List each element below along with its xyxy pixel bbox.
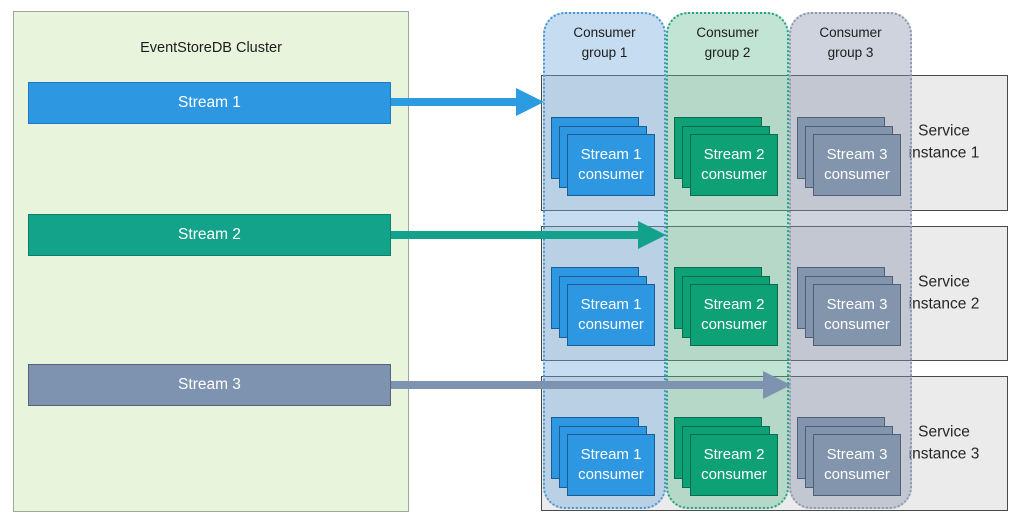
stacked-card-front: Stream 3 consumer xyxy=(813,134,901,196)
service-instance-1-label-line2: instance 1 xyxy=(908,145,980,162)
consumer-stack-group2-instance1: Stream 2 consumer xyxy=(674,117,778,196)
consumer-label-line2: consumer xyxy=(824,466,890,483)
service-instance-3-label: Service instance 3 xyxy=(889,421,999,466)
consumer-label-line1: Stream 2 xyxy=(703,145,765,163)
consumer-group-2-header-line2: group 2 xyxy=(704,45,751,61)
service-instance-3-label-line2: instance 3 xyxy=(908,445,980,463)
consumer-group-2-header-line1: Consumer xyxy=(696,25,759,40)
consumer-label-line2: consumer xyxy=(701,166,767,183)
stream-1-bar: Stream 1 xyxy=(28,82,391,124)
cluster-title: EventStoreDB Cluster xyxy=(140,40,282,56)
consumer-stack-group1-instance1: Stream 1 consumer xyxy=(551,117,655,196)
consumer-label-line2: consumer xyxy=(701,466,767,483)
consumer-stack-group2-instance2: Stream 2 consumer xyxy=(674,267,778,346)
stacked-card-front: Stream 1 consumer xyxy=(567,134,655,196)
consumer-label-line1: Stream 3 xyxy=(826,145,888,163)
service-instance-2-label: Service instance 2 xyxy=(889,271,999,316)
consumer-stack-group1-instance2: Stream 1 consumer xyxy=(551,267,655,346)
service-instance-3-label-line1: Service xyxy=(918,423,970,441)
consumer-group-1-header: Consumer group 1 xyxy=(545,23,664,64)
stacked-card-front: Stream 1 consumer xyxy=(567,284,655,346)
stream-3-bar: Stream 3 xyxy=(28,364,391,406)
arrow-stream1-to-group1 xyxy=(391,88,544,116)
consumer-label-line2: consumer xyxy=(578,166,644,183)
consumer-label-line2: consumer xyxy=(578,316,644,333)
stream-1-label: Stream 1 xyxy=(178,94,241,111)
stacked-card-front: Stream 3 consumer xyxy=(813,284,901,346)
consumer-group-2-header: Consumer group 2 xyxy=(668,23,787,64)
stacked-card-front: Stream 2 consumer xyxy=(690,434,778,496)
consumer-label-line1: Stream 2 xyxy=(703,295,765,313)
service-instance-1-label: Service instance 1 xyxy=(889,121,999,166)
consumer-label-line1: Stream 1 xyxy=(580,445,642,463)
stream-3-label: Stream 3 xyxy=(178,376,241,393)
consumer-label-line2: consumer xyxy=(701,316,767,333)
consumer-label-line1: Stream 1 xyxy=(580,145,642,163)
consumer-group-3-header: Consumer group 3 xyxy=(791,23,910,64)
consumer-label-line2: consumer xyxy=(824,316,890,333)
stacked-card-front: Stream 3 consumer xyxy=(813,434,901,496)
consumer-stack-group2-instance3: Stream 2 consumer xyxy=(674,417,778,496)
consumer-label-line1: Stream 1 xyxy=(580,295,642,313)
stacked-card-front: Stream 2 consumer xyxy=(690,284,778,346)
stacked-card-front: Stream 1 consumer xyxy=(567,434,655,496)
service-instance-1-label-line1: Service xyxy=(918,122,970,140)
consumer-stack-group3-instance2: Stream 3 consumer xyxy=(797,267,901,346)
service-instance-2-label-line2: instance 2 xyxy=(908,295,980,313)
stream-2-bar: Stream 2 xyxy=(28,214,391,256)
stream-2-label: Stream 2 xyxy=(178,226,241,243)
stacked-card-front: Stream 2 consumer xyxy=(690,134,778,196)
consumer-label-line1: Stream 3 xyxy=(826,295,888,313)
consumer-group-3-header-line1: Consumer xyxy=(819,25,882,40)
consumer-label-line2: consumer xyxy=(578,466,644,483)
consumer-group-1-header-line2: group 1 xyxy=(581,45,628,61)
consumer-label-line2: consumer xyxy=(824,166,890,183)
service-instance-2-label-line1: Service xyxy=(918,273,970,291)
consumer-label-line1: Stream 3 xyxy=(826,445,888,463)
consumer-group-1-header-line1: Consumer xyxy=(573,25,636,40)
consumer-stack-group3-instance1: Stream 3 consumer xyxy=(797,117,901,196)
eventstoredb-cluster-box: EventStoreDB Cluster Stream 1 Stream 2 S… xyxy=(13,11,409,512)
consumer-stack-group3-instance3: Stream 3 consumer xyxy=(797,417,901,496)
consumer-label-line1: Stream 2 xyxy=(703,445,765,463)
consumer-stack-group1-instance3: Stream 1 consumer xyxy=(551,417,655,496)
consumer-group-3-header-line2: group 3 xyxy=(827,45,874,61)
